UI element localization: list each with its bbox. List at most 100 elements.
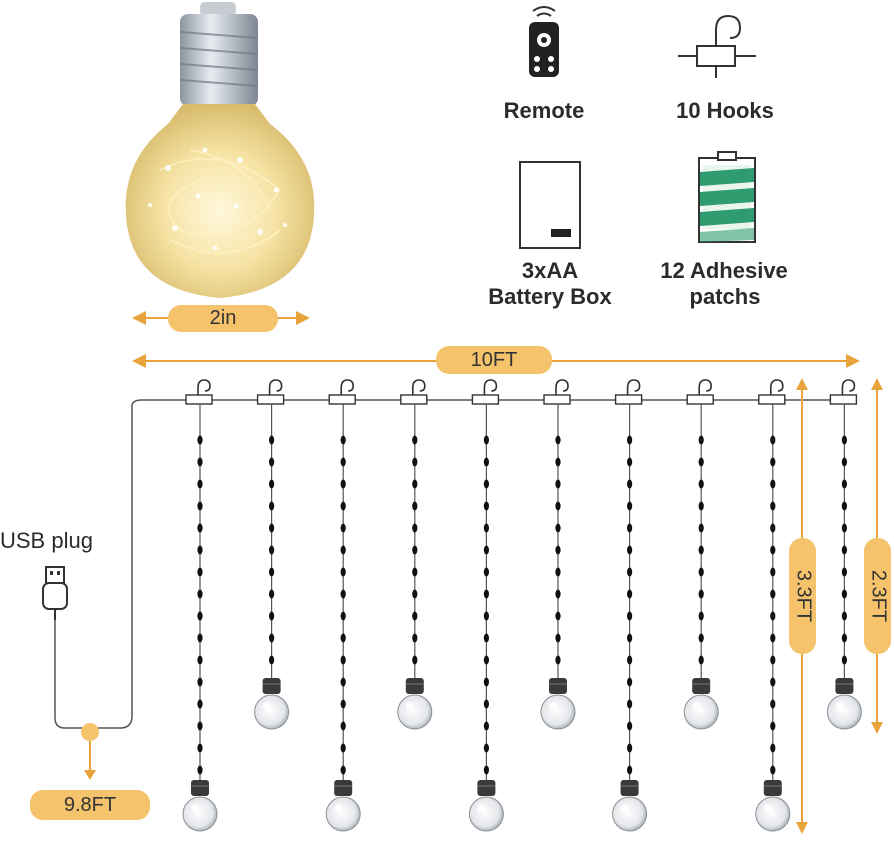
mini-led bbox=[627, 523, 633, 533]
globe-bulb-icon bbox=[826, 678, 862, 730]
globe-bulb-icon bbox=[755, 780, 791, 832]
strand-hook-icon bbox=[614, 379, 643, 405]
mini-led bbox=[340, 633, 346, 643]
lead-length-marker bbox=[81, 723, 99, 780]
strand-10 bbox=[826, 379, 862, 730]
mini-led bbox=[698, 479, 704, 489]
mini-led bbox=[197, 721, 203, 731]
strand-4 bbox=[397, 379, 433, 730]
mini-led bbox=[269, 523, 275, 533]
lead-wire bbox=[54, 399, 848, 729]
mini-led bbox=[627, 699, 633, 709]
strand-8 bbox=[683, 379, 719, 730]
mini-led bbox=[770, 479, 776, 489]
mini-led bbox=[841, 435, 848, 445]
strand-hook-icon bbox=[328, 379, 356, 405]
globe-bulb-icon bbox=[182, 780, 218, 832]
mini-led bbox=[555, 655, 561, 665]
globe-bulb-icon bbox=[612, 780, 648, 832]
mini-led bbox=[770, 743, 776, 753]
mini-led bbox=[770, 765, 776, 775]
mini-led bbox=[340, 699, 346, 709]
globe-bulb-icon bbox=[468, 780, 504, 832]
mini-led bbox=[197, 743, 203, 753]
mini-led bbox=[483, 545, 489, 555]
mini-led bbox=[340, 523, 346, 533]
mini-led bbox=[197, 677, 203, 687]
mini-led bbox=[412, 479, 418, 489]
mini-led bbox=[483, 435, 489, 445]
short-strand-badge: 2.3FT bbox=[864, 538, 891, 654]
mini-led bbox=[340, 457, 346, 467]
mini-led bbox=[627, 457, 633, 467]
strand-2 bbox=[254, 379, 290, 730]
mini-led bbox=[627, 589, 633, 599]
mini-led bbox=[412, 501, 418, 511]
mini-led bbox=[340, 677, 346, 687]
strand-7 bbox=[612, 379, 648, 832]
mini-led bbox=[340, 589, 346, 599]
bulb-width-badge: 2in bbox=[168, 305, 278, 332]
globe-bulb-icon bbox=[397, 678, 433, 730]
mini-led bbox=[770, 589, 776, 599]
mini-led bbox=[841, 567, 848, 577]
mini-led bbox=[770, 501, 776, 511]
globe-bulb-icon bbox=[325, 780, 361, 832]
adhesive-patch-icon bbox=[698, 151, 756, 243]
mini-led bbox=[483, 611, 489, 621]
mini-led bbox=[412, 545, 418, 555]
mini-led bbox=[412, 457, 418, 467]
strand-6 bbox=[540, 379, 576, 730]
large-bulb-illustration bbox=[125, 2, 315, 298]
strand-hook-icon bbox=[758, 379, 786, 405]
mini-led bbox=[770, 457, 776, 467]
battery-box-icon bbox=[519, 161, 581, 249]
mini-led bbox=[269, 655, 275, 665]
lead-length-badge: 9.8FT bbox=[30, 790, 150, 820]
mini-led bbox=[698, 589, 704, 599]
mini-led bbox=[627, 677, 633, 687]
remote-icon bbox=[529, 6, 559, 77]
mini-led bbox=[269, 479, 275, 489]
patch-label-line2: patchs bbox=[689, 284, 761, 309]
mini-led bbox=[483, 501, 489, 511]
strand-hook-icon bbox=[471, 379, 500, 405]
mini-led bbox=[269, 435, 275, 445]
mini-led bbox=[483, 699, 489, 709]
mini-led bbox=[197, 523, 203, 533]
mini-led bbox=[555, 435, 561, 445]
mini-led bbox=[340, 743, 346, 753]
mini-led bbox=[412, 567, 418, 577]
mini-led bbox=[555, 589, 561, 599]
mini-led bbox=[698, 457, 704, 467]
usb-plug-label: USB plug bbox=[0, 528, 93, 553]
mini-led bbox=[770, 567, 776, 577]
mini-led bbox=[698, 523, 704, 533]
globe-bulb-icon bbox=[254, 678, 290, 730]
mini-led bbox=[770, 611, 776, 621]
hook-icon bbox=[678, 14, 756, 78]
mini-led bbox=[483, 479, 489, 489]
strand-hook-icon bbox=[400, 379, 428, 405]
mini-led bbox=[269, 633, 275, 643]
mini-led bbox=[340, 435, 346, 445]
mini-led bbox=[483, 589, 489, 599]
mini-led bbox=[841, 523, 848, 533]
mini-led bbox=[555, 479, 561, 489]
mini-led bbox=[770, 523, 776, 533]
mini-led bbox=[483, 567, 489, 577]
mini-led bbox=[627, 743, 633, 753]
mini-led bbox=[555, 611, 561, 621]
mini-led bbox=[483, 523, 489, 533]
mini-led bbox=[340, 545, 346, 555]
strand-hook-icon bbox=[829, 379, 858, 405]
mini-led bbox=[627, 435, 633, 445]
mini-led bbox=[340, 501, 346, 511]
mini-led bbox=[197, 435, 203, 445]
long-strand-badge: 3.3FT bbox=[789, 538, 816, 654]
strand-5 bbox=[468, 379, 504, 832]
strand-9 bbox=[755, 379, 791, 832]
battery-label-line1: 3xAA bbox=[521, 258, 579, 283]
